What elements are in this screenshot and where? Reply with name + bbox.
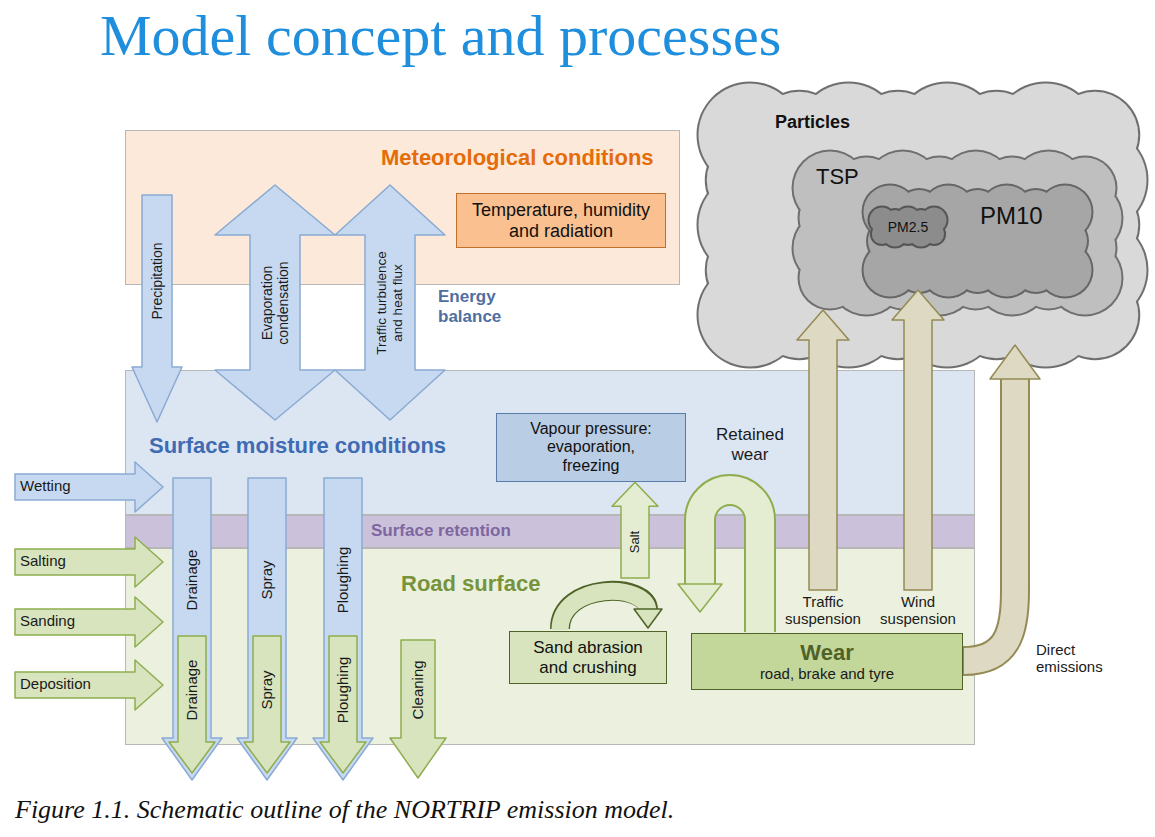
process-label: Wetting [20,477,71,494]
block-arrow [335,185,445,420]
process-label: Sanding [20,612,75,629]
salting-arrow [15,537,163,587]
process-box: Temperature, humidity and radiation [456,193,666,248]
cloud-fill [707,137,794,224]
caption: Figure 1.1. Schematic outline of the NOR… [15,794,674,825]
particle-cloud: PM2.5 [866,204,950,250]
process-label: Deposition [20,675,91,692]
wetting-arrow [15,462,163,512]
edge-label: Wind suspension [877,593,959,628]
process-label: Spray [258,560,275,599]
spray-arrow [244,636,290,773]
cloud-title: PM10 [980,202,1043,230]
edge-label: Direct emissions [1036,641,1116,676]
process-label: Salting [20,552,66,569]
cloud-fill [750,135,1095,315]
cloud-title: PM2.5 [866,219,950,235]
process-label: Energy balance [438,287,518,326]
process-label: Spray [258,670,275,709]
cloud-fill [800,188,861,249]
cloud-title: TSP [816,164,859,189]
band-title: Meteorological conditions [381,145,654,170]
process-box: Vapour pressure: evaporation, freezing [496,413,686,482]
process-box: Sand abrasion and crushing [509,631,667,684]
band-title: Road surface [401,571,540,596]
wear-box: Wearroad, brake and tyre [691,633,963,690]
process-label: Drainage [183,550,200,611]
process-label: Retained wear [705,425,795,464]
process-label: Drainage [183,660,200,721]
edge-label: Traffic suspension [782,593,864,628]
deposition-arrow [15,660,163,710]
band-title: Surface moisture conditions [149,433,446,458]
box-text: road, brake and tyre [698,665,956,682]
flow-arrow [335,185,445,420]
block-arrow [215,185,335,420]
box-text: Vapour pressure: evaporation, freezing [524,420,659,475]
edge-label: Precipitation [149,242,165,319]
drainage-arrow [169,636,215,773]
edge-label: Salt [628,531,643,553]
box-text: Temperature, humidity and radiation [463,200,659,241]
flow-arrow [215,185,335,420]
sanding-arrow [15,597,163,647]
process-label: Ploughing [334,547,351,614]
edge-label: Evaporation condensation [259,253,291,353]
cloud-title: Particles [775,112,850,133]
box-heading: Wear [698,640,956,665]
process-label: Cleaning [409,660,426,719]
ploughing-arrow [320,636,366,773]
particle-cloud: PM10PM2.5 [860,182,1095,300]
edge-label: Traffic turbulence and heat flux [374,242,405,364]
particle-cloud: TSPPM10PM2.5 [790,148,1125,318]
title: Model concept and processes [100,4,781,68]
band-title: Surface retention [371,521,511,541]
box-text: Sand abrasion and crushing [526,638,651,677]
process-label: Ploughing [334,657,351,724]
